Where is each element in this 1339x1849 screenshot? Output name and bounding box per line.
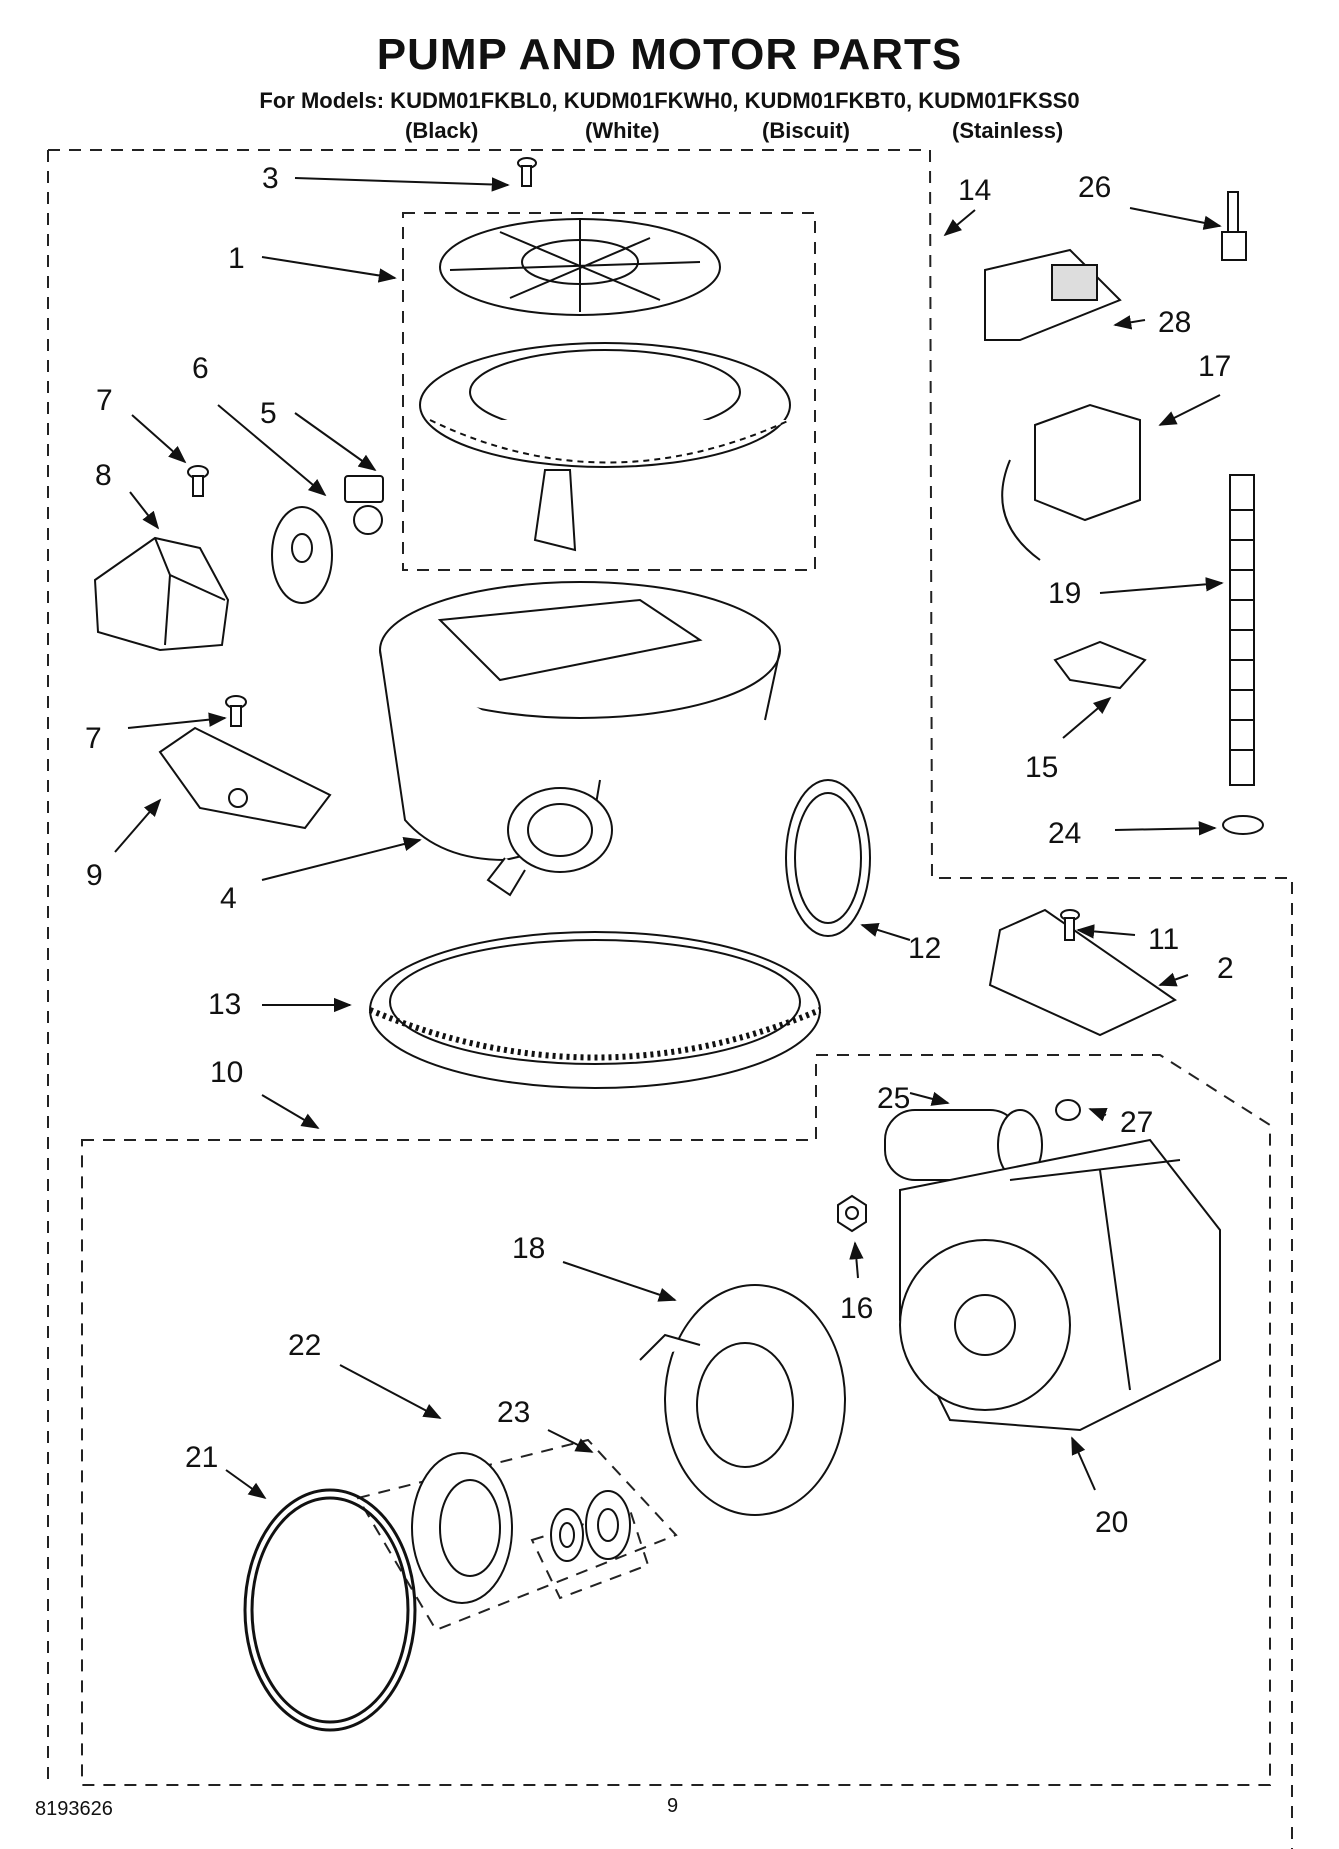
callout-28: 28 [1158,306,1191,339]
part-20-motor [899,1138,1221,1432]
callout-7-upper: 7 [96,384,113,417]
callout-22: 22 [288,1329,321,1362]
part-3-screw [517,157,537,187]
variant-biscuit: (Biscuit) [762,118,850,143]
part-10-housing-ring [419,342,791,552]
callout-26: 25 [877,1082,910,1115]
model-list: For Models: KUDM01FKBL0, KUDM01FKWH0, KU… [259,88,1080,113]
callout-12: 12 [908,932,941,965]
callout-19: 19 [1048,577,1081,610]
part-21-oring [243,1488,417,1732]
part-18-housing [639,1284,846,1516]
callout-9: 9 [86,859,103,892]
page-number: 9 [667,1795,679,1817]
part-7-screw-upper [187,465,209,497]
callout-21: 21 [185,1441,218,1474]
callout-5: 5 [260,397,277,430]
callout-20: 20 [1095,1506,1128,1539]
callout-11: 11 [1148,923,1179,956]
page-title: PUMP AND MOTOR PARTS [376,30,963,79]
part-2-shield [988,908,1178,1037]
callout-7-lower: 7 [85,722,102,755]
part-9-bracket [158,726,332,830]
callout-18: 18 [512,1232,545,1265]
part-23-seals [550,1490,631,1562]
callout-27: 27 [1120,1106,1153,1139]
part-8-cover [93,536,230,652]
part-4-sump [379,581,781,897]
assembly-boundary-upper [48,149,1293,1849]
part-19-hose [1229,474,1255,786]
callout-17: 17 [1198,350,1231,383]
callout-3: 3 [262,162,279,195]
callout-2: 2 [1217,952,1234,985]
callout-15: 15 [1025,751,1058,784]
part-12-seal [785,779,871,937]
callout-23: 23 [497,1396,530,1429]
part-5-valve [344,475,384,535]
part-6-disc [271,506,333,604]
callout-6: 6 [192,352,209,385]
part-22-impeller [411,1452,513,1604]
subassembly-box-22 [356,1438,678,1632]
subassembly-boundary-10 [81,1054,1271,1786]
part-25-connector [1221,191,1247,261]
part-15-clip [1053,640,1147,690]
leader-arrows [114,177,1224,1500]
callout-10: 10 [210,1056,243,1089]
part-24-clamp [1222,815,1264,835]
variant-black: (Black) [405,118,479,143]
document-number: 8193626 [35,1798,113,1820]
part-27-cap [1055,1099,1081,1121]
part-11-screw [1060,909,1080,941]
callout-13: 13 [208,988,241,1021]
callout-25: 26 [1078,171,1111,204]
variant-white: (White) [585,118,660,143]
part-13-gasket [368,931,822,1089]
group-boundaries [47,149,1293,1849]
part-7-screw-lower [225,695,247,727]
callout-8: 8 [95,459,112,492]
variant-stainless: (Stainless) [952,118,1064,143]
part-1-lid [439,218,721,316]
callout-14: 14 [958,174,991,207]
callout-1: 1 [228,242,245,275]
callout-24: 24 [1048,817,1081,850]
callout-16: 16 [840,1292,873,1325]
part-16-nut [837,1194,867,1233]
callout-4: 4 [220,882,237,915]
part-28-bracket [984,248,1122,341]
callout-labels: 3 1 6 5 7 8 7 9 4 13 10 12 11 2 14 26 28… [85,162,1234,1539]
part-17-sensor [1001,403,1141,561]
subassembly-box-1 [402,212,816,571]
